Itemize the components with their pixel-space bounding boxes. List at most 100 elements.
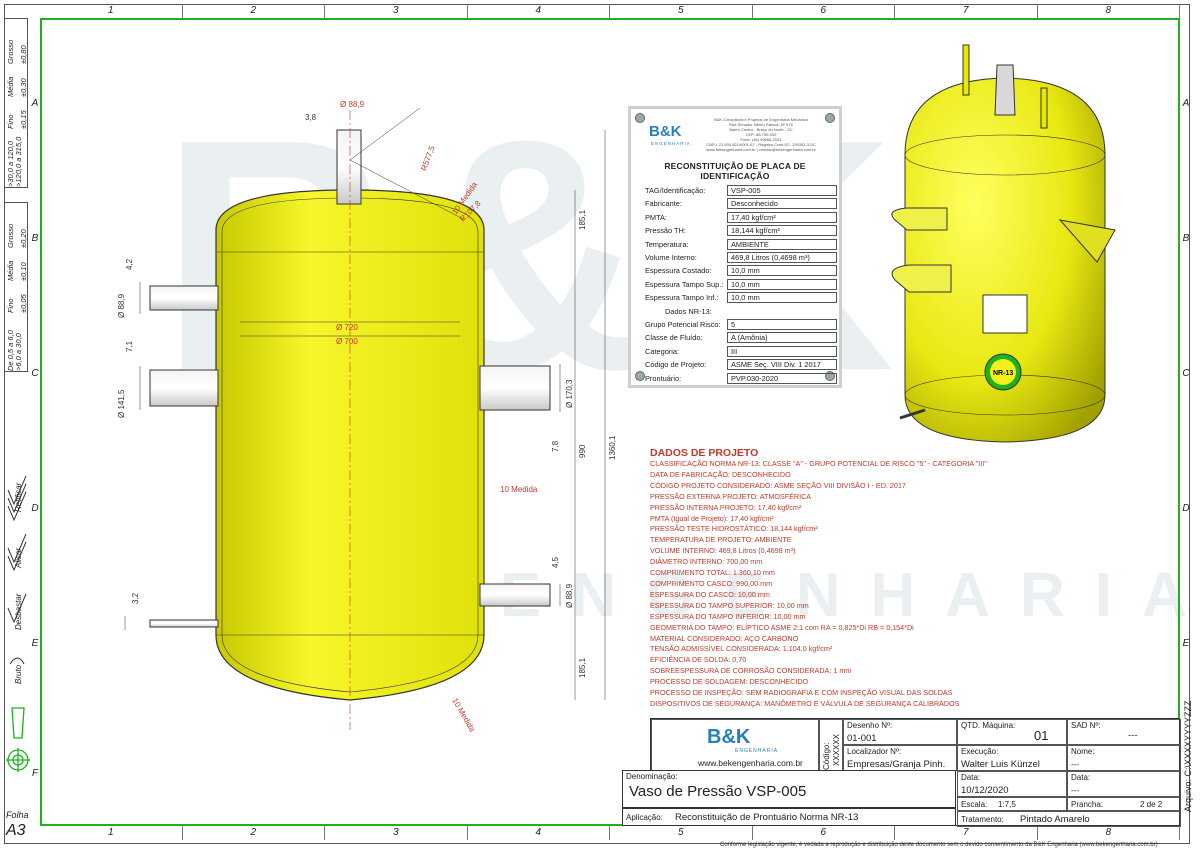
plate-row-value: 17,40 kgf/cm² [727,211,837,223]
tb-nome-cell: Nome: --- [1067,745,1181,771]
notes-line: ESPESSURA DO CASCO: 10,00 mm [650,589,770,599]
plate-row-value: 10,0 mm [727,265,837,277]
tb-denominacao-cell: Denominação: Vaso de Pressão VSP-005 [622,770,956,808]
zone-col-5: 5 [610,826,753,840]
tolerance-table-lower: De 0,5 a 6,0 >6,0 a 30,0 Fino Média Gros… [4,202,28,372]
plate-row: Volume Interno:469,8 Litros (0,4698 m³) [645,252,837,263]
folha-label: Folha [6,810,29,820]
nr13-badge: NR-13 [993,370,1013,377]
nozzle-top [336,129,362,205]
projection-symbol-icon [6,707,30,772]
tb-sad-cell: SAD Nº: --- [1067,719,1181,745]
finish-alisar-label: Alisar [14,547,23,568]
plate-row-label: Dados NR-13: [665,306,712,316]
notes-line: SOBREESPESSURA DE CORROSÃO CONSIDERADA: … [650,666,852,676]
alisar-symbol-icon [7,533,27,572]
zone-row-c: C [31,368,39,379]
plate-row-label: Classe de Fluído: [645,333,703,343]
zone-col-7: 7 [895,826,1038,840]
tol-media-header: Média [6,260,15,281]
plate-row: Temperatura:AMBIENTE [645,238,837,250]
tb-website: www.bekengenharia.com.br [698,758,803,768]
nozzle-left-2 [149,369,219,407]
notes-line: PRESSÃO TESTE HIDROSTÁTICO: 18,144 kgf/c… [650,524,818,534]
tol-v1: ±0,05 [19,294,28,313]
zone-row-c: C [1182,368,1190,379]
screw-icon [635,371,645,381]
zone-col-2: 2 [183,4,325,18]
tb-logo-cell: B&K ENGENHARIA www.bekengenharia.com.br [651,719,819,771]
plate-row-value: Desconhecido [727,198,837,210]
plate-brand-logo: B&K [649,123,682,140]
zone-row-b: B [1182,233,1190,244]
nozzle-right-1 [479,365,551,411]
dim-right2-d: Ø 88,9 [565,583,574,608]
zone-col-2: 2 [183,826,325,840]
dim-r577: R577,5 [419,144,436,172]
notes-line: PRESSÃO EXTERNA PROJETO: ATMOSFÉRICA [650,491,812,501]
plate-row-label: Espessura Costado: [645,266,712,276]
tb-data1-cell: Data: 10/12/2020 [957,771,1067,797]
plate-row: Espessura Tampo Inf.:10,0 mm [645,292,837,304]
plate-row-value: 18,144 kgf/cm² [727,225,837,237]
tol-fino-header: Fino [6,298,15,313]
notes-line: CÓDIGO PROJETO CONSIDERADO: ASME SEÇÃO V… [650,480,906,490]
tb-escala-cell: Escala: 1:7,5 [957,797,1067,811]
dim-h1360: 1360,1 [608,435,617,460]
plate-row: Classe de Fluído:A (Amônia) [645,332,837,344]
plate-row: Espessura Costado: 10,0 mm [645,265,837,277]
tb-codigo-cell: Código: XXXXXX [819,719,843,771]
tolerance-table-upper: >30,0 a 120,0 >120,0 a 315,0 Fino Média … [4,18,28,188]
tb-brand-logo: B&K [707,726,751,748]
plate-row: TAG/Identificação:VSP-005 [645,185,837,196]
zone-col-4: 4 [468,4,610,18]
nozzle-left-3 [149,619,219,628]
notes-line: ESPESSURA DO TAMPO SUPERIOR: 10,00 mm [650,600,809,610]
notes-line: TEMPERATURA DE PROJETO: AMBIENTE [650,535,792,545]
notes-line: VOLUME INTERNO: 469,8 Litros (0,4698 m³) [650,546,796,556]
zone-row-f: F [31,768,39,779]
tol-v3: ±0,20 [19,229,28,248]
zone-col-6: 6 [753,826,895,840]
notes-line: MATERIAL CONSIDERADO: AÇO CARBONO [650,633,799,643]
tol-media-header: Média [6,76,15,97]
plate-row-label: Código de Projeto: [645,360,707,370]
tb-tratamento-cell: Tratamento: Pintado Amarelo [957,811,1181,827]
dim-d720: Ø 720 [336,323,358,332]
notes-line: COMPRIMENTO CASCO: 990,00 mm [650,578,773,588]
tol-v1: ±0,15 [19,110,28,129]
footer-legal-notice: Conforme legislação vigente, é vedada a … [720,842,1158,848]
zone-rows-right: A B C D E [1181,18,1191,826]
notes-line: DATA DE FABRICAÇÃO: DESCONHECIDO [650,469,791,479]
zone-col-1: 1 [40,4,183,18]
dim-nozzle-top-d: Ø 88,9 [340,100,365,109]
notes-line: CLASSIFICAÇÃO NORMA NR-13: CLASSE "A" - … [650,459,987,468]
plate-row-value: ASME Seç. VIII Div. 1 2017 [727,359,837,371]
tb-aplicacao-cell: Aplicação: Reconstituição de Prontuário … [622,808,956,826]
tb-prancha-cell: Prancha: 2 de 2 [1067,797,1181,811]
dim-h185a: 185,1 [578,209,587,230]
zone-col-4: 4 [468,826,610,840]
nozzle-left-1 [149,285,219,311]
screw-icon [825,113,835,123]
zone-col-1: 1 [40,826,183,840]
tol-v2: ±0,30 [19,78,28,97]
notes-line: ESPESSURA DO TAMPO INFERIOR: 10,00 mm [650,611,806,621]
plate-row: Dados NR-13: [645,306,837,317]
plate-row-label: Grupo Potencial Risco: [645,320,721,329]
dim-right2-off: 4,5 [551,556,560,568]
dim-left1-off: 4,2 [125,258,134,270]
plate-title: RECONSTITUIÇÃO DE PLACA DE IDENTIFICAÇÃO [664,161,806,181]
plate-row-value: PVP.030-2020 [727,372,837,384]
dim-left2-d: Ø 141,5 [117,389,126,418]
notes-line: COMPRIMENTO TOTAL: 1.360,10 mm [650,568,775,578]
screw-icon [825,371,835,381]
plate-row-label: Pressão TH: [645,226,686,236]
desbastar-symbol-icon [7,593,27,624]
nozzle-right-2 [479,583,551,607]
sheet-border [4,4,1190,844]
zone-col-8: 8 [1038,826,1180,840]
archive-path: Arquivo: C:\XXXXYYYYZZZ [1183,700,1193,812]
notes-line: TENSÃO ADMISSÍVEL CONSIDERADA: 1.104,0 k… [650,644,833,654]
